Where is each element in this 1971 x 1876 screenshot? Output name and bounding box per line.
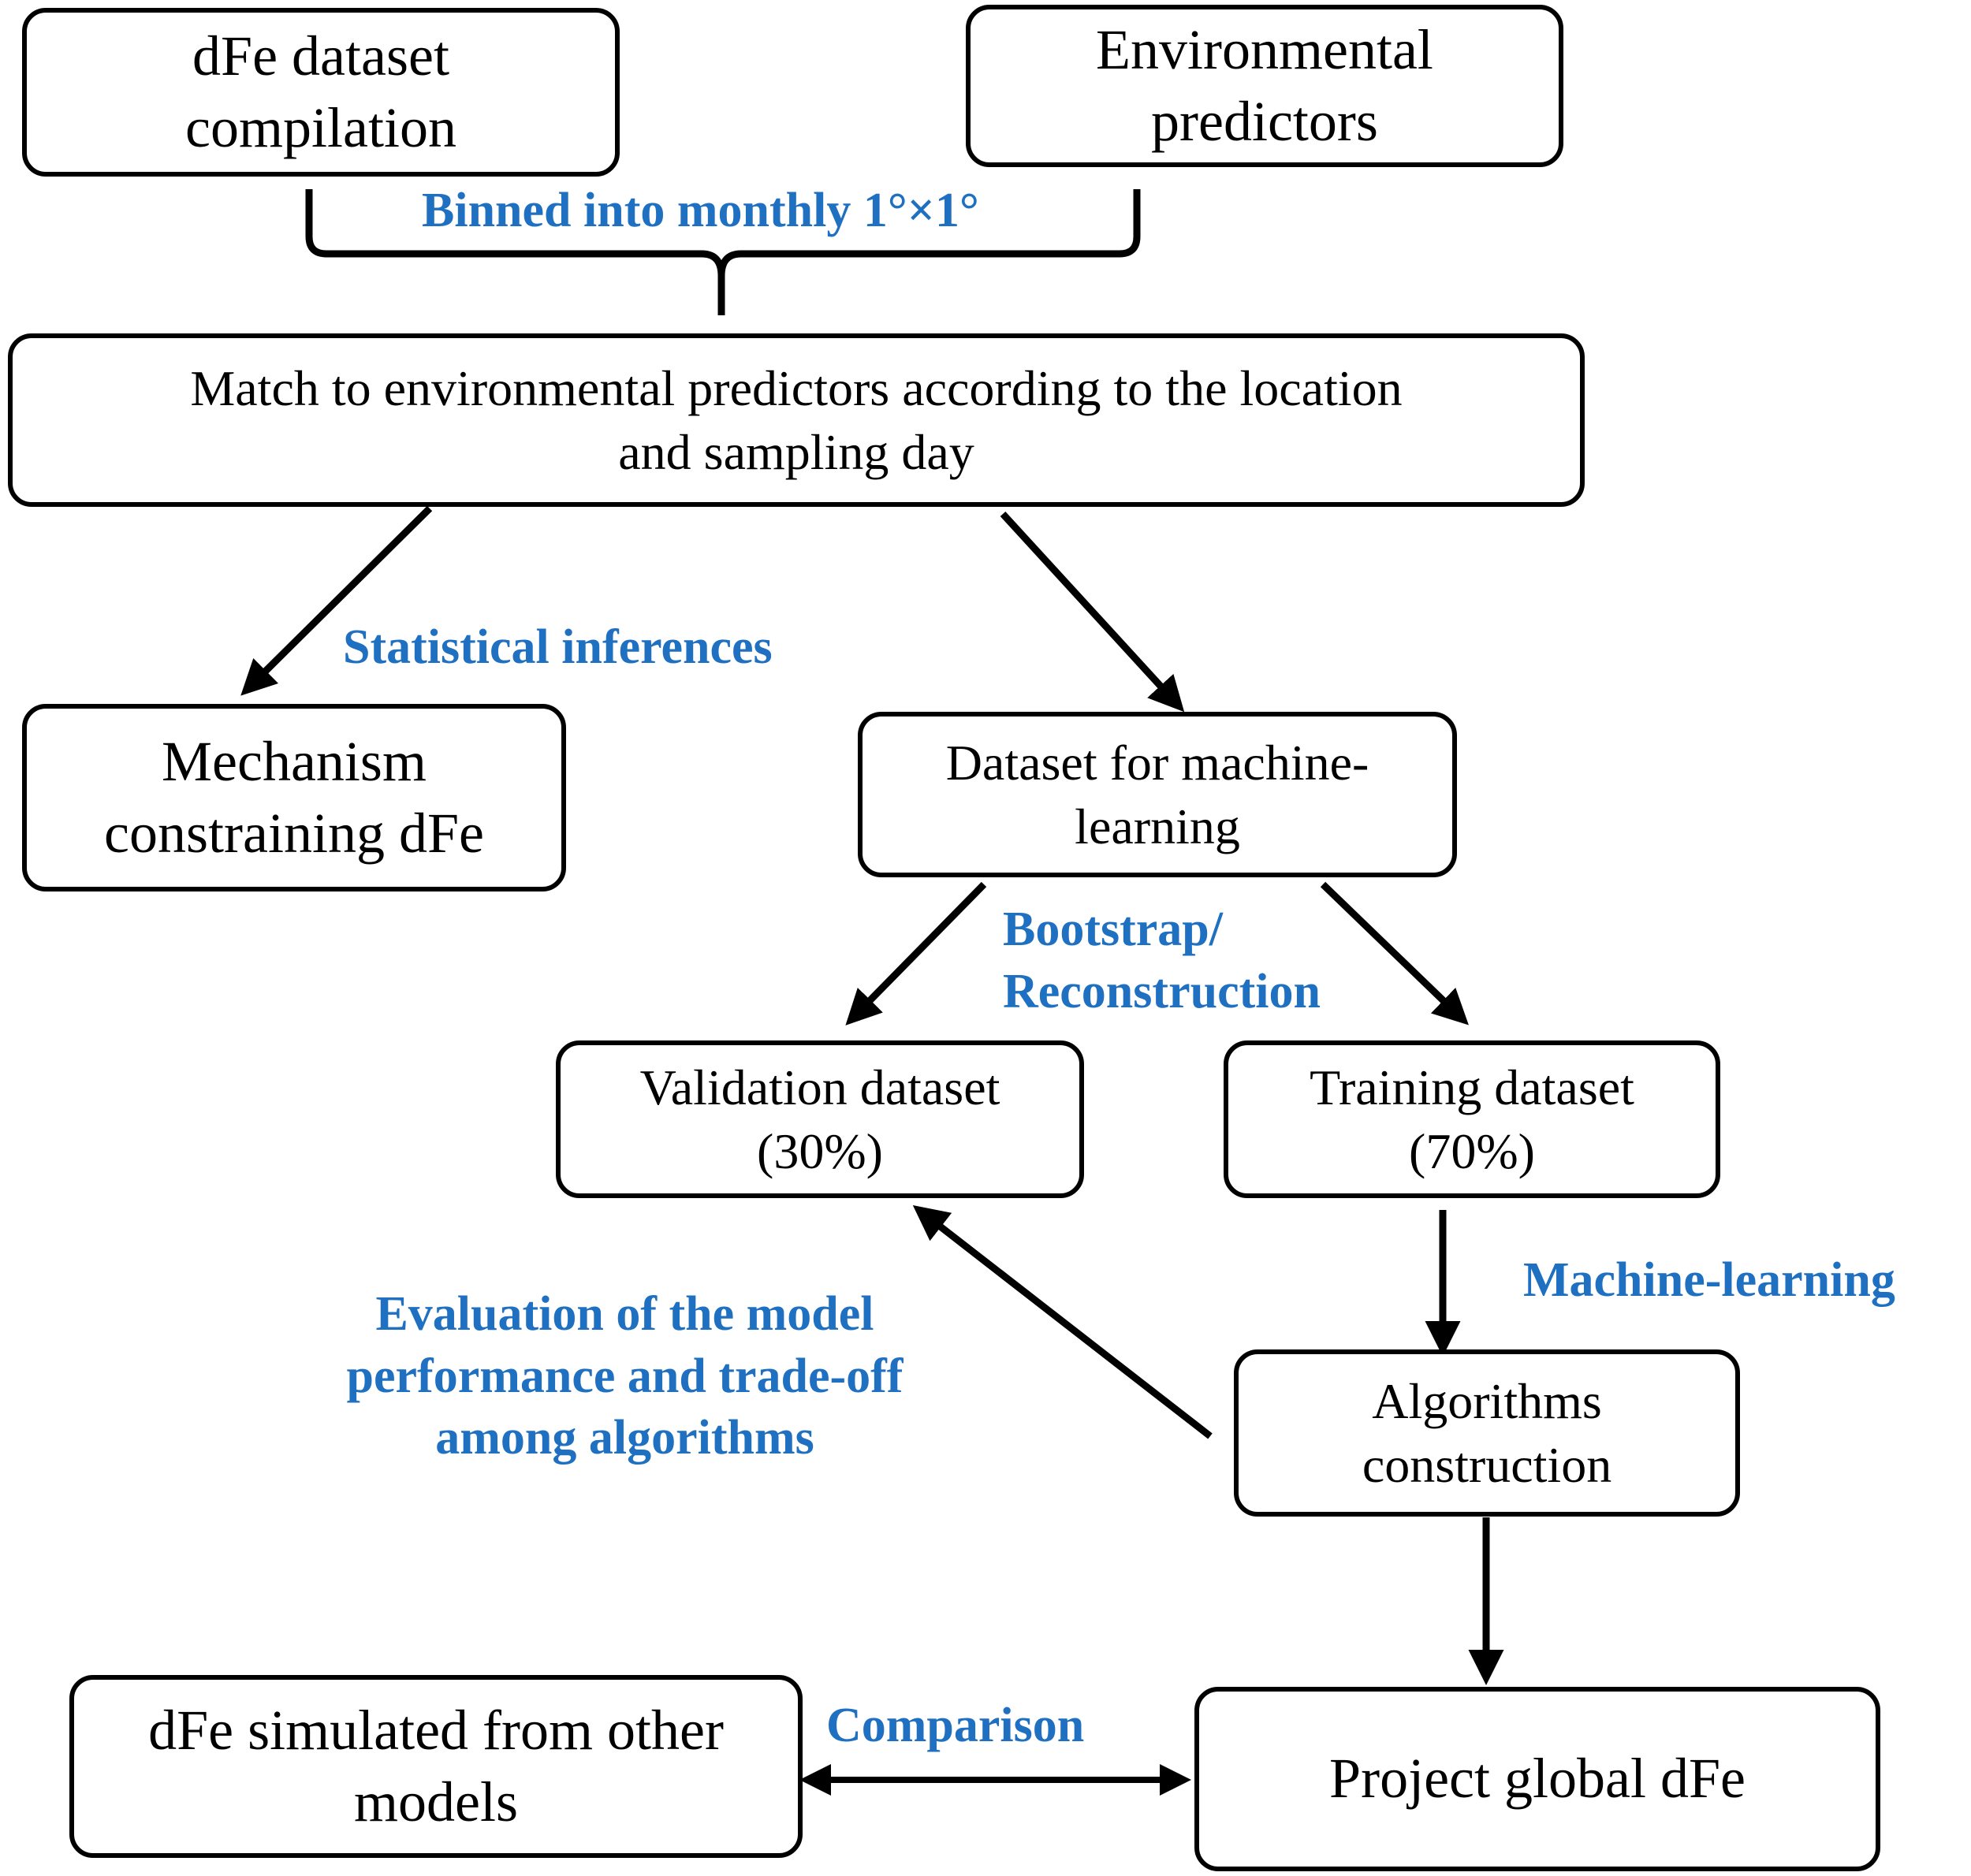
arrow-match-to-mechanism xyxy=(240,505,433,696)
box-algorithms-construction-text: Algorithms construction xyxy=(1362,1372,1612,1493)
box-validation-dataset-text: Validation dataset (30%) xyxy=(639,1059,1000,1179)
box-dfe-dataset-compilation: dFe dataset compilation xyxy=(22,8,620,177)
merge-brace xyxy=(305,189,1141,315)
box-dfe-dataset-compilation-text: dFe dataset compilation xyxy=(185,24,456,159)
box-ml-dataset-text: Dataset for machine- learning xyxy=(945,734,1369,854)
label-machine-learning: Machine-learning xyxy=(1523,1253,1895,1307)
box-environmental-predictors-text: Environmental predictors xyxy=(1096,17,1433,153)
label-comparison: Comparison xyxy=(826,1699,1085,1752)
box-project-global-dfe-text: Project global dFe xyxy=(1329,1747,1746,1811)
arrow-ml-to-training xyxy=(1320,881,1469,1025)
box-match-predictors-text: Match to environmental predictors accord… xyxy=(190,359,1403,480)
label-bootstrap-reconstruction: Bootstrap/ Reconstruction xyxy=(1003,903,1321,1018)
box-validation-dataset: Validation dataset (30%) xyxy=(556,1040,1084,1198)
box-dfe-simulated: dFe simulated from other models xyxy=(69,1675,803,1858)
arrow-ml-to-validation xyxy=(845,881,987,1025)
box-training-dataset: Training dataset (70%) xyxy=(1224,1040,1720,1198)
label-statistical-inferences: Statistical inferences xyxy=(343,620,773,674)
label-evaluation-performance: Evaluation of the model performance and … xyxy=(346,1287,904,1465)
box-dfe-simulated-text: dFe simulated from other models xyxy=(148,1698,724,1833)
box-project-global-dfe: Project global dFe xyxy=(1194,1687,1880,1871)
arrow-algorithms-to-validation xyxy=(912,1204,1213,1439)
box-algorithms-construction: Algorithms construction xyxy=(1234,1349,1740,1517)
box-mechanism-constraining: Mechanism constraining dFe xyxy=(22,704,566,891)
label-binned-monthly: Binned into monthly 1°×1° xyxy=(422,184,979,237)
box-match-predictors: Match to environmental predictors accord… xyxy=(8,333,1585,507)
box-ml-dataset: Dataset for machine- learning xyxy=(858,712,1457,877)
box-environmental-predictors: Environmental predictors xyxy=(966,5,1563,167)
box-mechanism-constraining-text: Mechanism constraining dFe xyxy=(104,729,484,865)
box-training-dataset-text: Training dataset (70%) xyxy=(1310,1059,1634,1179)
arrow-match-to-ml-dataset xyxy=(1000,511,1185,713)
